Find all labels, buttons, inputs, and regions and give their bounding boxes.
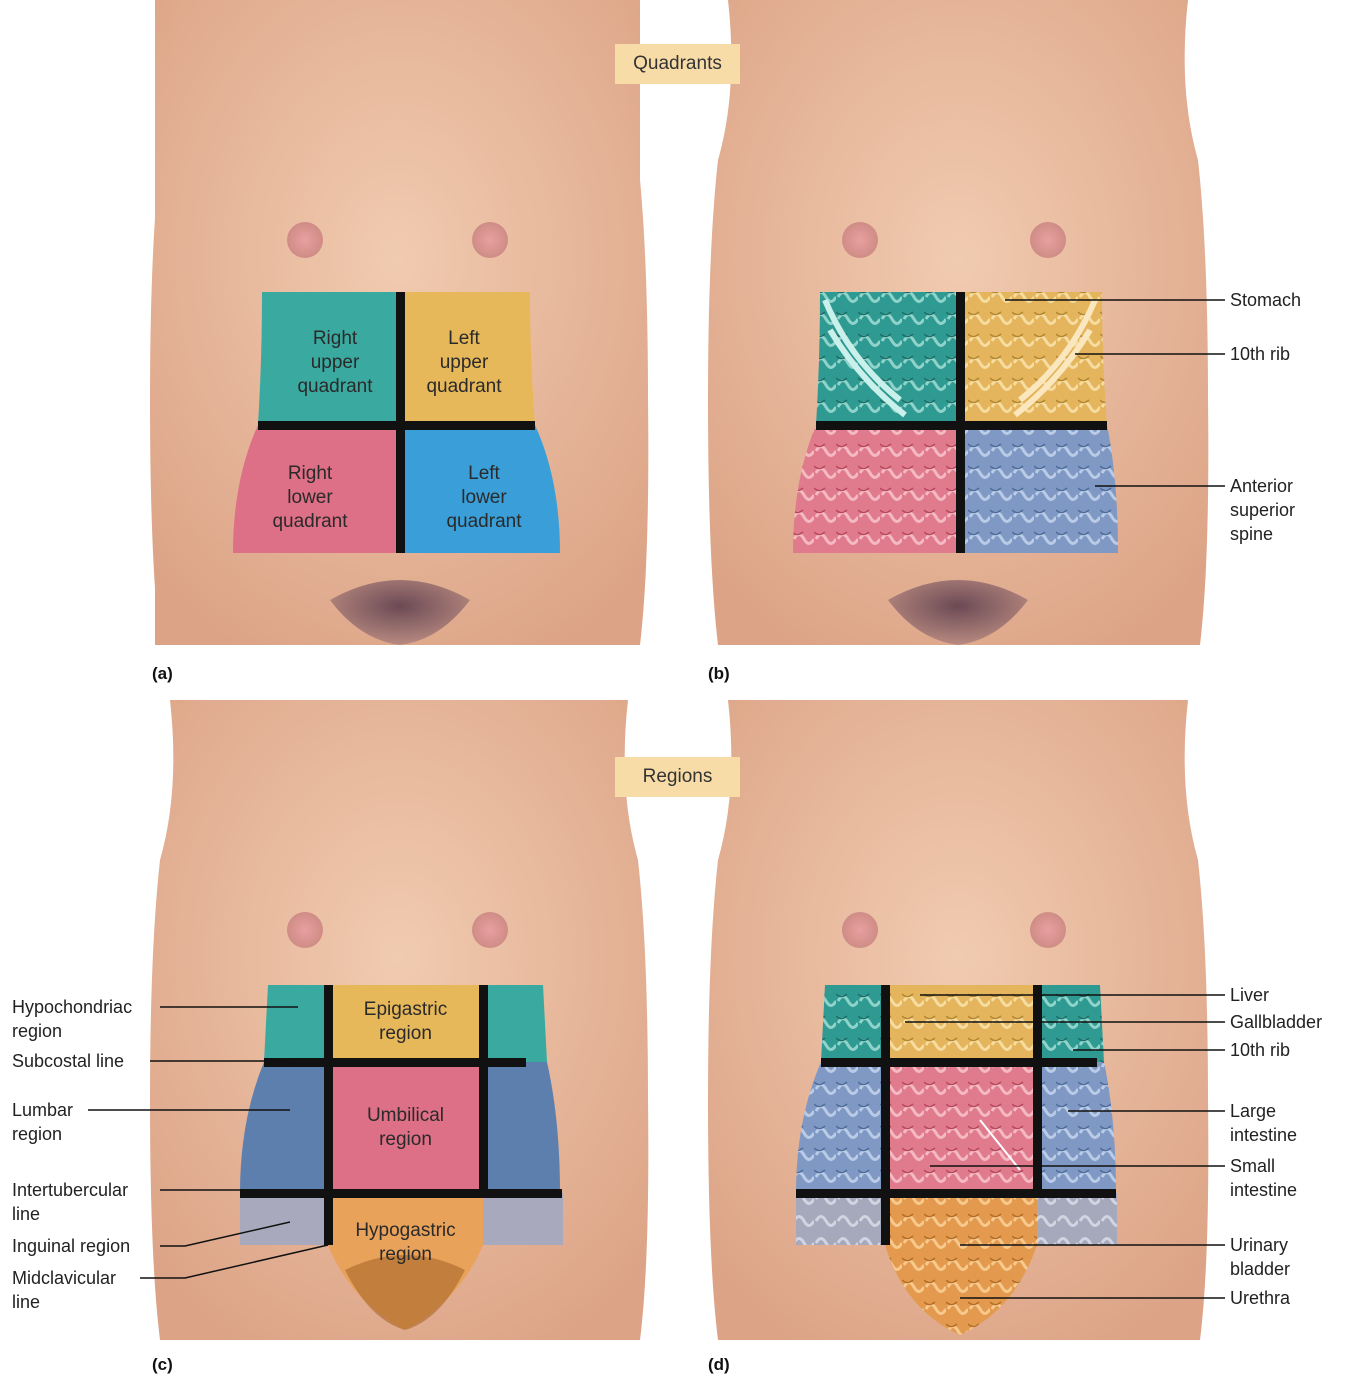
urinary-bladder-label: Urinary bladder [1230, 1233, 1290, 1281]
hypochondriac-region-label: Hypochondriac region [12, 995, 132, 1043]
panel-label-c: (c) [152, 1355, 173, 1375]
left-lower-quadrant-label: Left lower quadrant [410, 462, 558, 534]
panel-label-a: (a) [152, 664, 173, 684]
urethra-label: Urethra [1230, 1286, 1290, 1310]
subcostal-line-label: Subcostal line [12, 1049, 124, 1073]
stomach-label: Stomach [1230, 288, 1301, 312]
umbilical-region-label: Umbilical region [333, 1104, 478, 1152]
tenth-rib-label-b: 10th rib [1230, 342, 1290, 366]
anterior-superior-spine-label: Anterior superior spine [1230, 474, 1295, 546]
tenth-rib-label-d: 10th rib [1230, 1038, 1290, 1062]
gallbladder-label: Gallbladder [1230, 1010, 1322, 1034]
lumbar-region-label: Lumbar region [12, 1098, 73, 1146]
quadrants-banner: Quadrants [615, 44, 740, 84]
large-intestine-label: Large intestine [1230, 1099, 1297, 1147]
intertubercular-line-label: Intertubercular line [12, 1178, 128, 1226]
organ-quadrants-b [793, 292, 1118, 553]
right-upper-quadrant-label: Right upper quadrant [270, 327, 400, 399]
small-intestine-label: Small intestine [1230, 1154, 1297, 1202]
right-lower-quadrant-label: Right lower quadrant [240, 462, 380, 534]
panel-label-d: (d) [708, 1355, 730, 1375]
panel-label-b: (b) [708, 664, 730, 684]
regions-banner: Regions [615, 757, 740, 797]
left-upper-quadrant-label: Left upper quadrant [405, 327, 523, 399]
hypogastric-region-label: Hypogastric region [333, 1219, 478, 1267]
liver-label: Liver [1230, 983, 1269, 1007]
midclavicular-line-label: Midclavicular line [12, 1266, 116, 1314]
inguinal-region-label: Inguinal region [12, 1234, 130, 1258]
epigastric-region-label: Epigastric region [333, 998, 478, 1046]
